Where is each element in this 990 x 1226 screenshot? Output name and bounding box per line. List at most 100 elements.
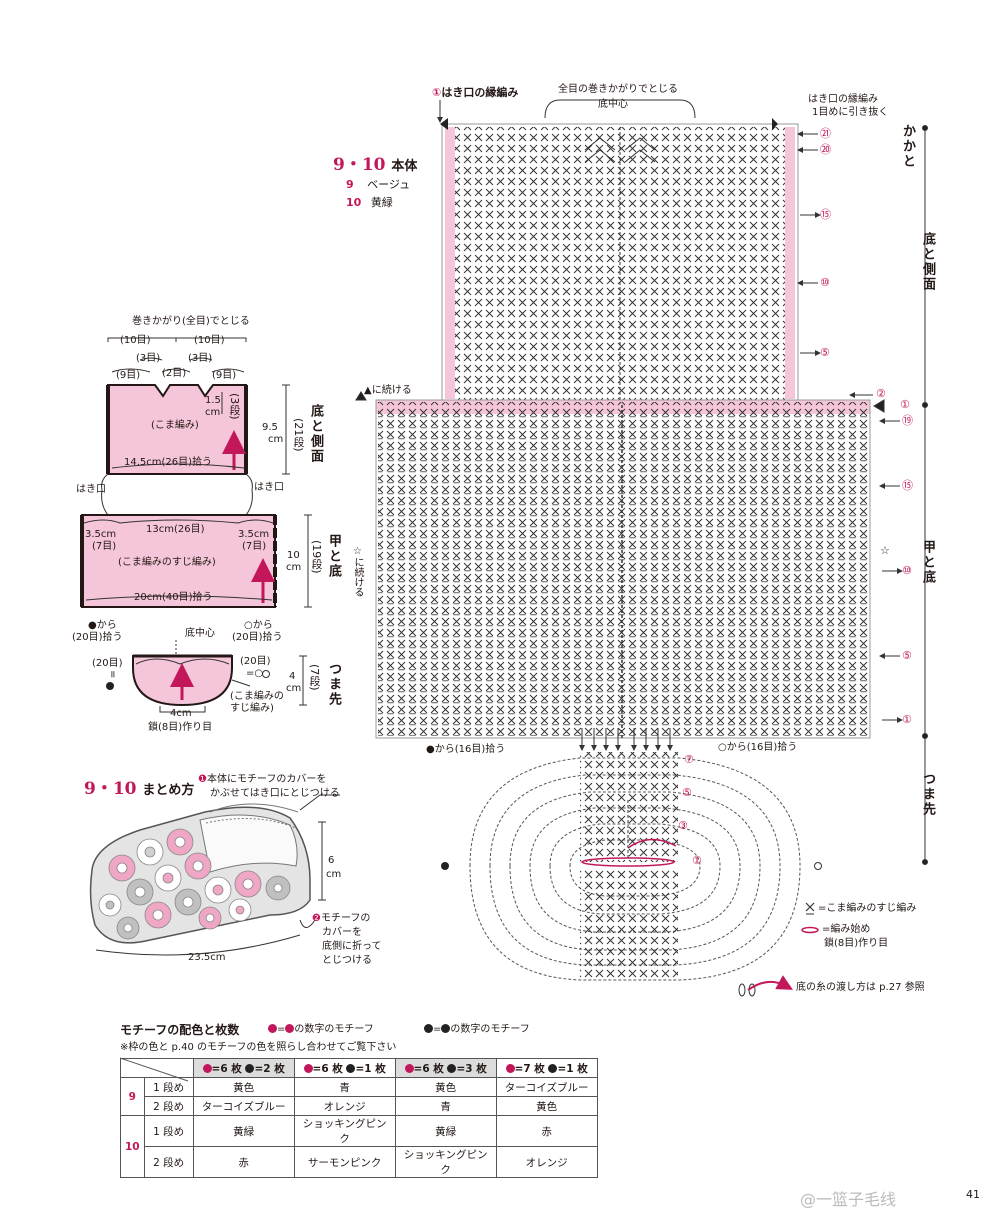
side-label-instep: 甲と底 xyxy=(920,540,935,585)
motif-table: =6 枚 =2 枚 =6 枚 =1 枚 =6 枚 =3 枚 =7 枚 =1 枚 … xyxy=(120,1058,598,1178)
motif-pink-note: = の数字のモチーフ xyxy=(268,1024,374,1036)
black-dot-icon xyxy=(424,1024,433,1033)
black-dot-icon xyxy=(548,1063,558,1073)
schematic-left-35: 3.5cm xyxy=(85,529,117,540)
chart-center: 底中心 xyxy=(598,99,628,110)
toe-mark-1: ① xyxy=(692,854,702,867)
schematic-center: 底中心 xyxy=(185,628,215,639)
motif-row-no-10: 10 xyxy=(120,1115,145,1178)
motif-row-10-1: 10 1 段め 黄緑 ショッキングピンク 黄緑 赤 xyxy=(120,1115,598,1178)
row-mark-5-upper: ⑤ xyxy=(820,346,830,359)
assembly-title: 9・10 まとめ方 xyxy=(84,774,194,799)
schematic-pick-2: 20cm(40目)拾う xyxy=(134,592,213,603)
toe-mark-3: ③ xyxy=(678,819,688,832)
schematic-cm-2: cm xyxy=(268,434,284,445)
motif-header-4b: =1 枚 xyxy=(557,1062,588,1075)
motif-table-header: =6 枚 =2 枚 =6 枚 =1 枚 =6 枚 =3 枚 =7 枚 =1 枚 xyxy=(120,1058,598,1078)
schematic-brackets xyxy=(101,337,290,516)
schematic-four: 4 xyxy=(289,671,296,682)
row-mark-15-upper: ⑮ xyxy=(820,208,831,221)
schematic-ten-left: (10目) xyxy=(120,335,151,346)
stitch-chart-toe xyxy=(469,752,801,981)
assembly-step-2: ❷モチーフの xyxy=(312,913,370,925)
chart-top-close: 全目の巻きかがりでとじる xyxy=(558,84,678,95)
color-9: 9 ベージュ xyxy=(346,178,410,191)
motif-row-10-2: 2 段め 赤 サーモンピンク ショッキングピンク オレンジ xyxy=(121,1146,598,1178)
row-mark-19: ⑲ xyxy=(902,414,913,427)
schematic-left-7: (7目) xyxy=(92,541,117,552)
row-arrows xyxy=(355,100,903,723)
color-10-num: 10 xyxy=(346,196,362,209)
assembly-step-2b: カバーを xyxy=(322,927,362,938)
motif-cell: サーモンピンク xyxy=(293,1146,396,1178)
motif-pink-note-text: の数字のモチーフ xyxy=(294,1024,374,1035)
schematic-from-black: ●から xyxy=(88,620,117,631)
row-mark-20: ⑳ xyxy=(820,143,831,156)
pink-dot-icon xyxy=(202,1063,212,1073)
motif-black-note: = の数字のモチーフ xyxy=(424,1024,530,1036)
assembly-step-2-mark: ❷ xyxy=(312,913,321,924)
toe-white-dot xyxy=(814,862,822,870)
row-mark-2-lower: ② xyxy=(876,387,886,400)
schematic-suji-2b: すじ編み) xyxy=(230,703,274,714)
assembly-title-text: まとめ方 xyxy=(142,783,195,798)
toe-black-dot xyxy=(441,862,449,870)
motif-header-4a: =7 枚 xyxy=(514,1062,545,1075)
motif-table-corner xyxy=(120,1058,194,1078)
chart-star: ☆ xyxy=(880,544,890,557)
motif-header-3a: =6 枚 xyxy=(413,1062,444,1075)
assembly-step-2d: とじつける xyxy=(322,955,372,966)
stitch-chart-upper xyxy=(440,118,799,401)
schematic-cm-4: cm xyxy=(286,683,302,694)
chart-edge-label-text: はき口の縁編み xyxy=(441,86,519,99)
pink-dot-icon xyxy=(404,1063,414,1073)
assembly-height-cm: cm xyxy=(326,869,342,880)
motif-cell: ターコイズブルー xyxy=(192,1096,295,1116)
schematic-three-right: (3目) xyxy=(188,353,213,364)
row-mark-10-lower: ⑩ xyxy=(902,564,912,577)
schematic-right-35: 3.5cm xyxy=(238,529,270,540)
motif-row-round: 1 段め xyxy=(143,1077,194,1097)
schematic-twenty-right: (20目) xyxy=(240,656,271,667)
motif-cell: オレンジ xyxy=(495,1146,598,1178)
motif-row-round: 1 段め xyxy=(143,1115,194,1147)
schematic-twenty-left: (20目) xyxy=(92,658,123,669)
schematic-ten: 10 xyxy=(287,550,300,561)
motif-title: モチーフの配色と枚数 xyxy=(120,1023,240,1037)
motif-header-1b: =2 枚 xyxy=(254,1062,285,1075)
motif-black-eq: = xyxy=(433,1024,442,1035)
black-dot-icon xyxy=(245,1063,255,1073)
chart-top-bracket xyxy=(544,99,696,119)
schematic-width-4: 4cm xyxy=(170,708,192,719)
schematic-section-heel: 底と側面 xyxy=(308,404,323,464)
body-title: 9・10 本体 xyxy=(333,150,417,175)
assembly-height-6: 6 xyxy=(328,855,335,866)
motif-row-9-1: 9 1 段め 黄色 青 黄色 ターコイズブルー xyxy=(120,1077,598,1116)
schematic-instep xyxy=(80,514,312,655)
motif-black-note-text: の数字のモチーフ xyxy=(450,1024,530,1035)
motif-cell: 黄色 xyxy=(394,1077,497,1097)
motif-pink-eq: = xyxy=(277,1024,286,1035)
shoe-dims xyxy=(95,794,340,956)
row-mark-1-edge: ① xyxy=(900,398,910,411)
side-label-heel: かかと xyxy=(900,124,915,169)
schematic-nineteen-dan: (19段) xyxy=(310,540,323,574)
schematic-right-7: (7目) xyxy=(242,541,267,552)
schematic-eq-left: = xyxy=(107,670,118,679)
schematic-three-left: (3目) xyxy=(136,353,161,364)
side-bracket xyxy=(922,125,928,865)
assembly-step-1: ❶本体にモチーフのカバーを xyxy=(198,774,326,786)
schematic-three-dan: (3段) xyxy=(228,393,241,420)
schematic-section-toe: つま先 xyxy=(326,662,341,707)
motif-cell: ショッキングピンク xyxy=(293,1115,396,1147)
motif-cell: 赤 xyxy=(192,1146,295,1178)
page-number: 41 xyxy=(966,1188,980,1201)
toe-mark-7: ⑦ xyxy=(684,753,694,766)
assembly-title-num: 9・10 xyxy=(84,779,137,799)
legend-symbols xyxy=(738,902,819,997)
chart-continue-star: ☆に続ける xyxy=(352,546,363,597)
motif-cell: ターコイズブルー xyxy=(495,1077,598,1097)
schematic-haki-right: はき口 xyxy=(254,482,284,493)
assembly-step-2c: 底側に折って xyxy=(322,941,382,952)
